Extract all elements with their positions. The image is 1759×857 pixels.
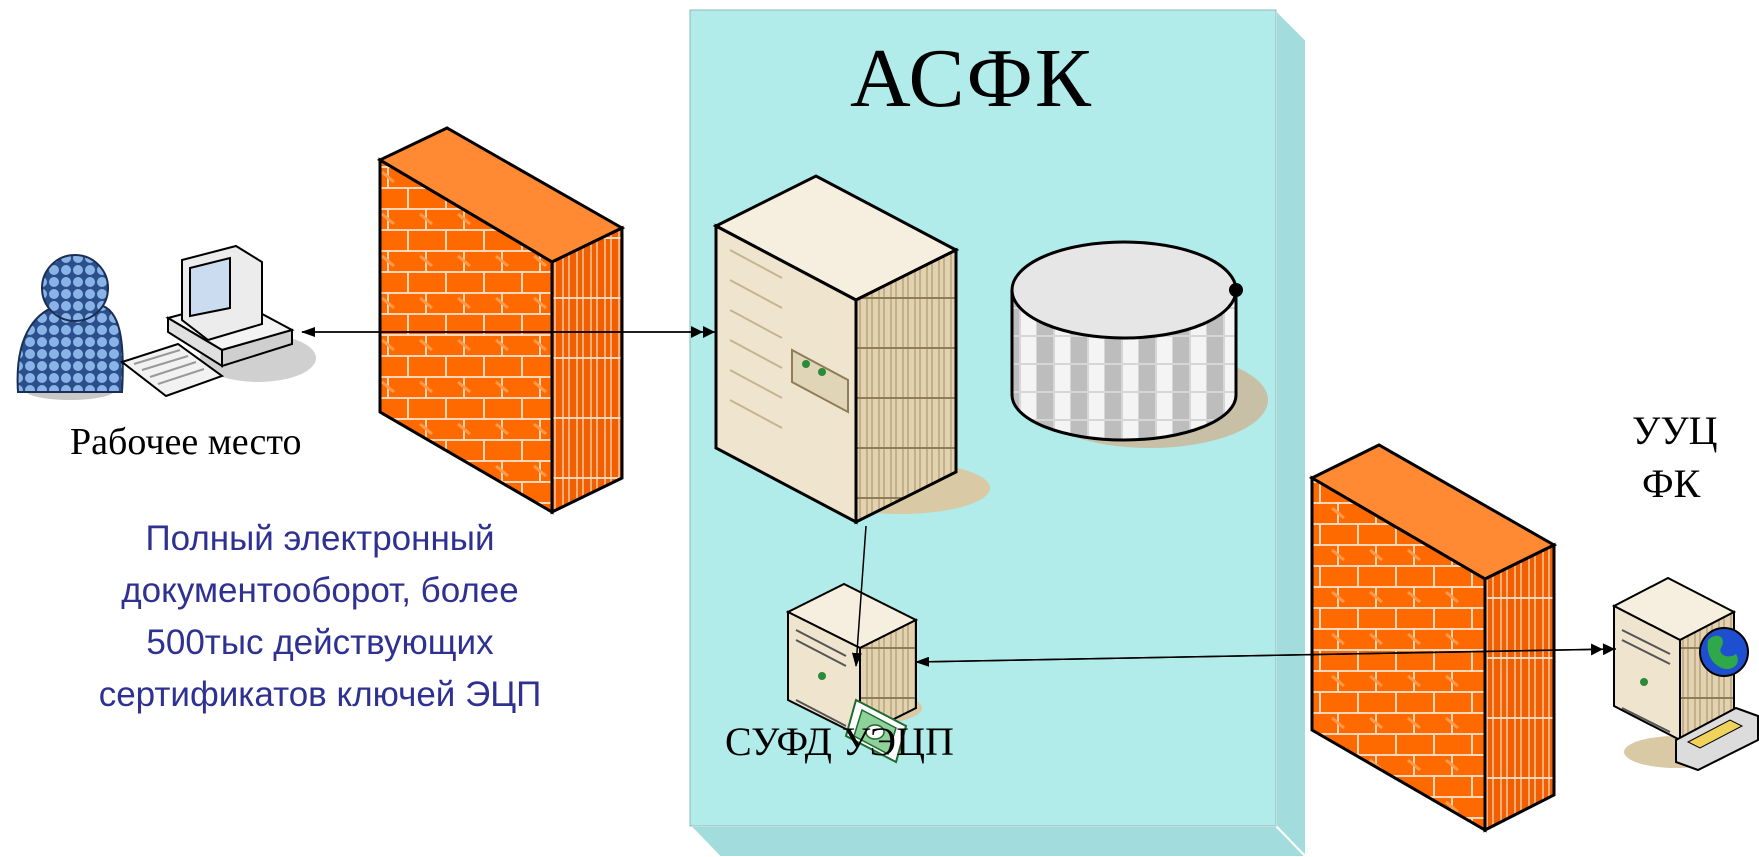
certificate-icon xyxy=(844,698,908,764)
firewall-icon xyxy=(1308,443,1558,833)
database-icon xyxy=(1010,240,1268,448)
server-icon xyxy=(712,174,990,525)
description-line: сертификатов ключей ЭЦП xyxy=(98,675,542,714)
server-icon xyxy=(1611,576,1759,772)
root-ca-label-line: УУЦ xyxy=(1632,408,1718,453)
connector-server-sufd xyxy=(851,525,867,667)
description-line: документооборот, более xyxy=(121,571,519,610)
globe-icon xyxy=(1699,627,1749,677)
description-text: Полный электронный документооборот, боле… xyxy=(40,513,600,721)
user-icon xyxy=(16,254,124,400)
container-title: АСФК xyxy=(850,32,1093,125)
description-line: Полный электронный xyxy=(145,519,495,558)
root-ca-label-line: ФК xyxy=(1642,461,1701,506)
connector-sufd-root-ca xyxy=(915,643,1617,667)
sufd-label: СУФД УЭЦП xyxy=(725,719,954,764)
description-line: 500тыс действующих xyxy=(146,623,494,662)
firewall-icon xyxy=(376,126,626,515)
workstation-label: Рабочее место xyxy=(70,421,302,463)
desktop-computer-icon xyxy=(119,244,316,398)
